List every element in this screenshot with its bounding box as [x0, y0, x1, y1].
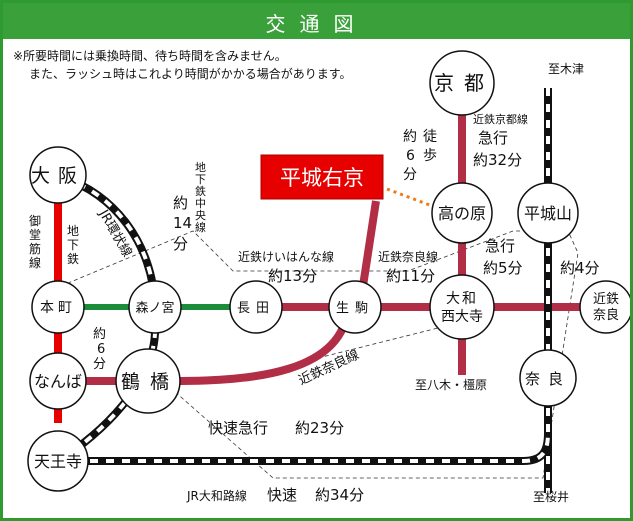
- label-jr-rapid-time: 約34分: [315, 486, 364, 504]
- station-honmachi[interactable]: 本町: [31, 280, 85, 334]
- svg-text:地: 地: [67, 224, 79, 238]
- label-subway-chuo: 地下鉄 中央線: [195, 161, 206, 234]
- label-to-sakurai: 至桜井: [533, 490, 569, 504]
- svg-text:中: 中: [195, 197, 206, 210]
- svg-text:西大寺: 西大寺: [441, 309, 483, 325]
- svg-text:線: 線: [195, 220, 206, 234]
- label-express5-time: 約5分: [483, 259, 523, 277]
- svg-text:鶴橋: 鶴橋: [121, 371, 179, 393]
- station-kyoto[interactable]: 京都: [429, 50, 495, 116]
- label-kyoto-express-time: 約32分: [473, 151, 522, 169]
- svg-text:地: 地: [195, 161, 206, 174]
- svg-text:奈良: 奈良: [525, 370, 571, 388]
- label-to-kashihara: 至八木・橿原: [415, 378, 487, 392]
- svg-text:天王寺: 天王寺: [34, 452, 82, 471]
- svg-text:分: 分: [173, 235, 188, 253]
- jr-yamatoji-bottom: [58, 432, 552, 465]
- station-morinomiya[interactable]: 森ノ宮: [128, 280, 182, 334]
- station-ikoma[interactable]: 生駒: [328, 280, 382, 334]
- svg-text:近鉄: 近鉄: [593, 292, 619, 307]
- station-osaka[interactable]: 大阪: [29, 146, 87, 204]
- walk-label-1: 約: [403, 129, 417, 145]
- station-nara[interactable]: 奈良: [519, 349, 577, 407]
- label-kyoto-express: 急行: [478, 129, 508, 147]
- station-takanohara[interactable]: 高の原: [431, 182, 493, 244]
- label-namba-tsuruhashi-time: 約6分: [93, 327, 106, 372]
- label-time4: 約4分: [560, 259, 600, 277]
- walk-label-2: 6: [406, 148, 415, 164]
- destination-heijoukyo[interactable]: 平城右京: [260, 154, 384, 200]
- svg-text:本町: 本町: [40, 300, 76, 316]
- label-jr-yamatoji: JR大和路線: [186, 488, 247, 503]
- station-yamatosaidaiji[interactable]: 大和 西大寺: [429, 274, 495, 340]
- svg-text:平城山: 平城山: [524, 204, 572, 223]
- station-nagata[interactable]: 長田: [229, 280, 283, 334]
- walk-label-3: 分: [403, 167, 417, 183]
- svg-text:6: 6: [97, 342, 105, 357]
- svg-text:筋: 筋: [29, 241, 41, 256]
- walk-caption-1: 徒: [423, 129, 437, 145]
- note-line-2: また、ラッシュ時はこれより時間がかかる場合があります。: [29, 67, 352, 81]
- station-kintetsunara[interactable]: 近鉄 奈良: [579, 280, 630, 334]
- svg-text:央: 央: [195, 209, 206, 222]
- jr-yamatoji-bottom-dash: [58, 432, 550, 463]
- svg-text:高の原: 高の原: [438, 204, 486, 223]
- note-line-1: ※所要時間には乗換時間、待ち時間を含みません。: [13, 49, 287, 63]
- svg-text:鉄: 鉄: [67, 251, 79, 266]
- svg-text:奈良: 奈良: [593, 307, 619, 323]
- svg-text:堂: 堂: [29, 228, 41, 242]
- svg-text:鉄: 鉄: [195, 184, 206, 198]
- svg-text:御: 御: [29, 213, 41, 228]
- label-keihanna: 近鉄けいはんな線: [238, 249, 334, 264]
- svg-text:下: 下: [195, 173, 206, 186]
- label-nara-upper: 近鉄奈良線: [378, 249, 438, 264]
- route-diagram: 大阪 京都 本町 森ノ宮 長田 生駒 大和 西大寺 高の原: [27, 50, 630, 504]
- label-kyoto-line: 近鉄京都線: [473, 112, 528, 126]
- svg-text:約: 約: [173, 194, 188, 212]
- svg-text:大和: 大和: [446, 291, 478, 307]
- svg-text:なんば: なんば: [34, 372, 82, 391]
- svg-text:大阪: 大阪: [31, 165, 85, 187]
- svg-text:長田: 長田: [237, 301, 275, 316]
- label-subway-chuo-time: 約 14 分: [173, 194, 192, 253]
- label-rapid-express: 快速急行: [208, 419, 268, 437]
- svg-text:分: 分: [93, 357, 106, 372]
- svg-text:生駒: 生駒: [336, 301, 374, 316]
- label-keihanna-time: 約13分: [268, 267, 317, 285]
- label-jr-rapid: 快速: [267, 486, 297, 504]
- svg-text:森ノ宮: 森ノ宮: [135, 300, 174, 316]
- svg-text:線: 線: [29, 255, 41, 270]
- label-express5: 急行: [485, 237, 515, 255]
- map-header: 交通図: [3, 3, 630, 39]
- label-nara-lower: 近鉄奈良線: [296, 347, 362, 389]
- walk-caption-2: 歩: [423, 148, 437, 164]
- label-rapid-express-time: 約23分: [295, 419, 344, 437]
- station-heijoyama[interactable]: 平城山: [517, 182, 579, 244]
- svg-text:14: 14: [173, 214, 192, 232]
- label-nara-upper-time: 約11分: [386, 267, 435, 285]
- svg-text:約: 約: [93, 327, 106, 342]
- station-tsuruhashi[interactable]: 鶴橋: [115, 348, 181, 414]
- station-namba[interactable]: なんば: [29, 352, 87, 410]
- station-tennoji[interactable]: 天王寺: [27, 430, 89, 492]
- label-to-kizu: 至木津: [548, 62, 584, 76]
- svg-text:平城右京: 平城右京: [280, 166, 364, 190]
- map-title: 交通図: [265, 12, 368, 36]
- svg-text:京都: 京都: [434, 71, 494, 95]
- svg-text:下: 下: [67, 238, 79, 252]
